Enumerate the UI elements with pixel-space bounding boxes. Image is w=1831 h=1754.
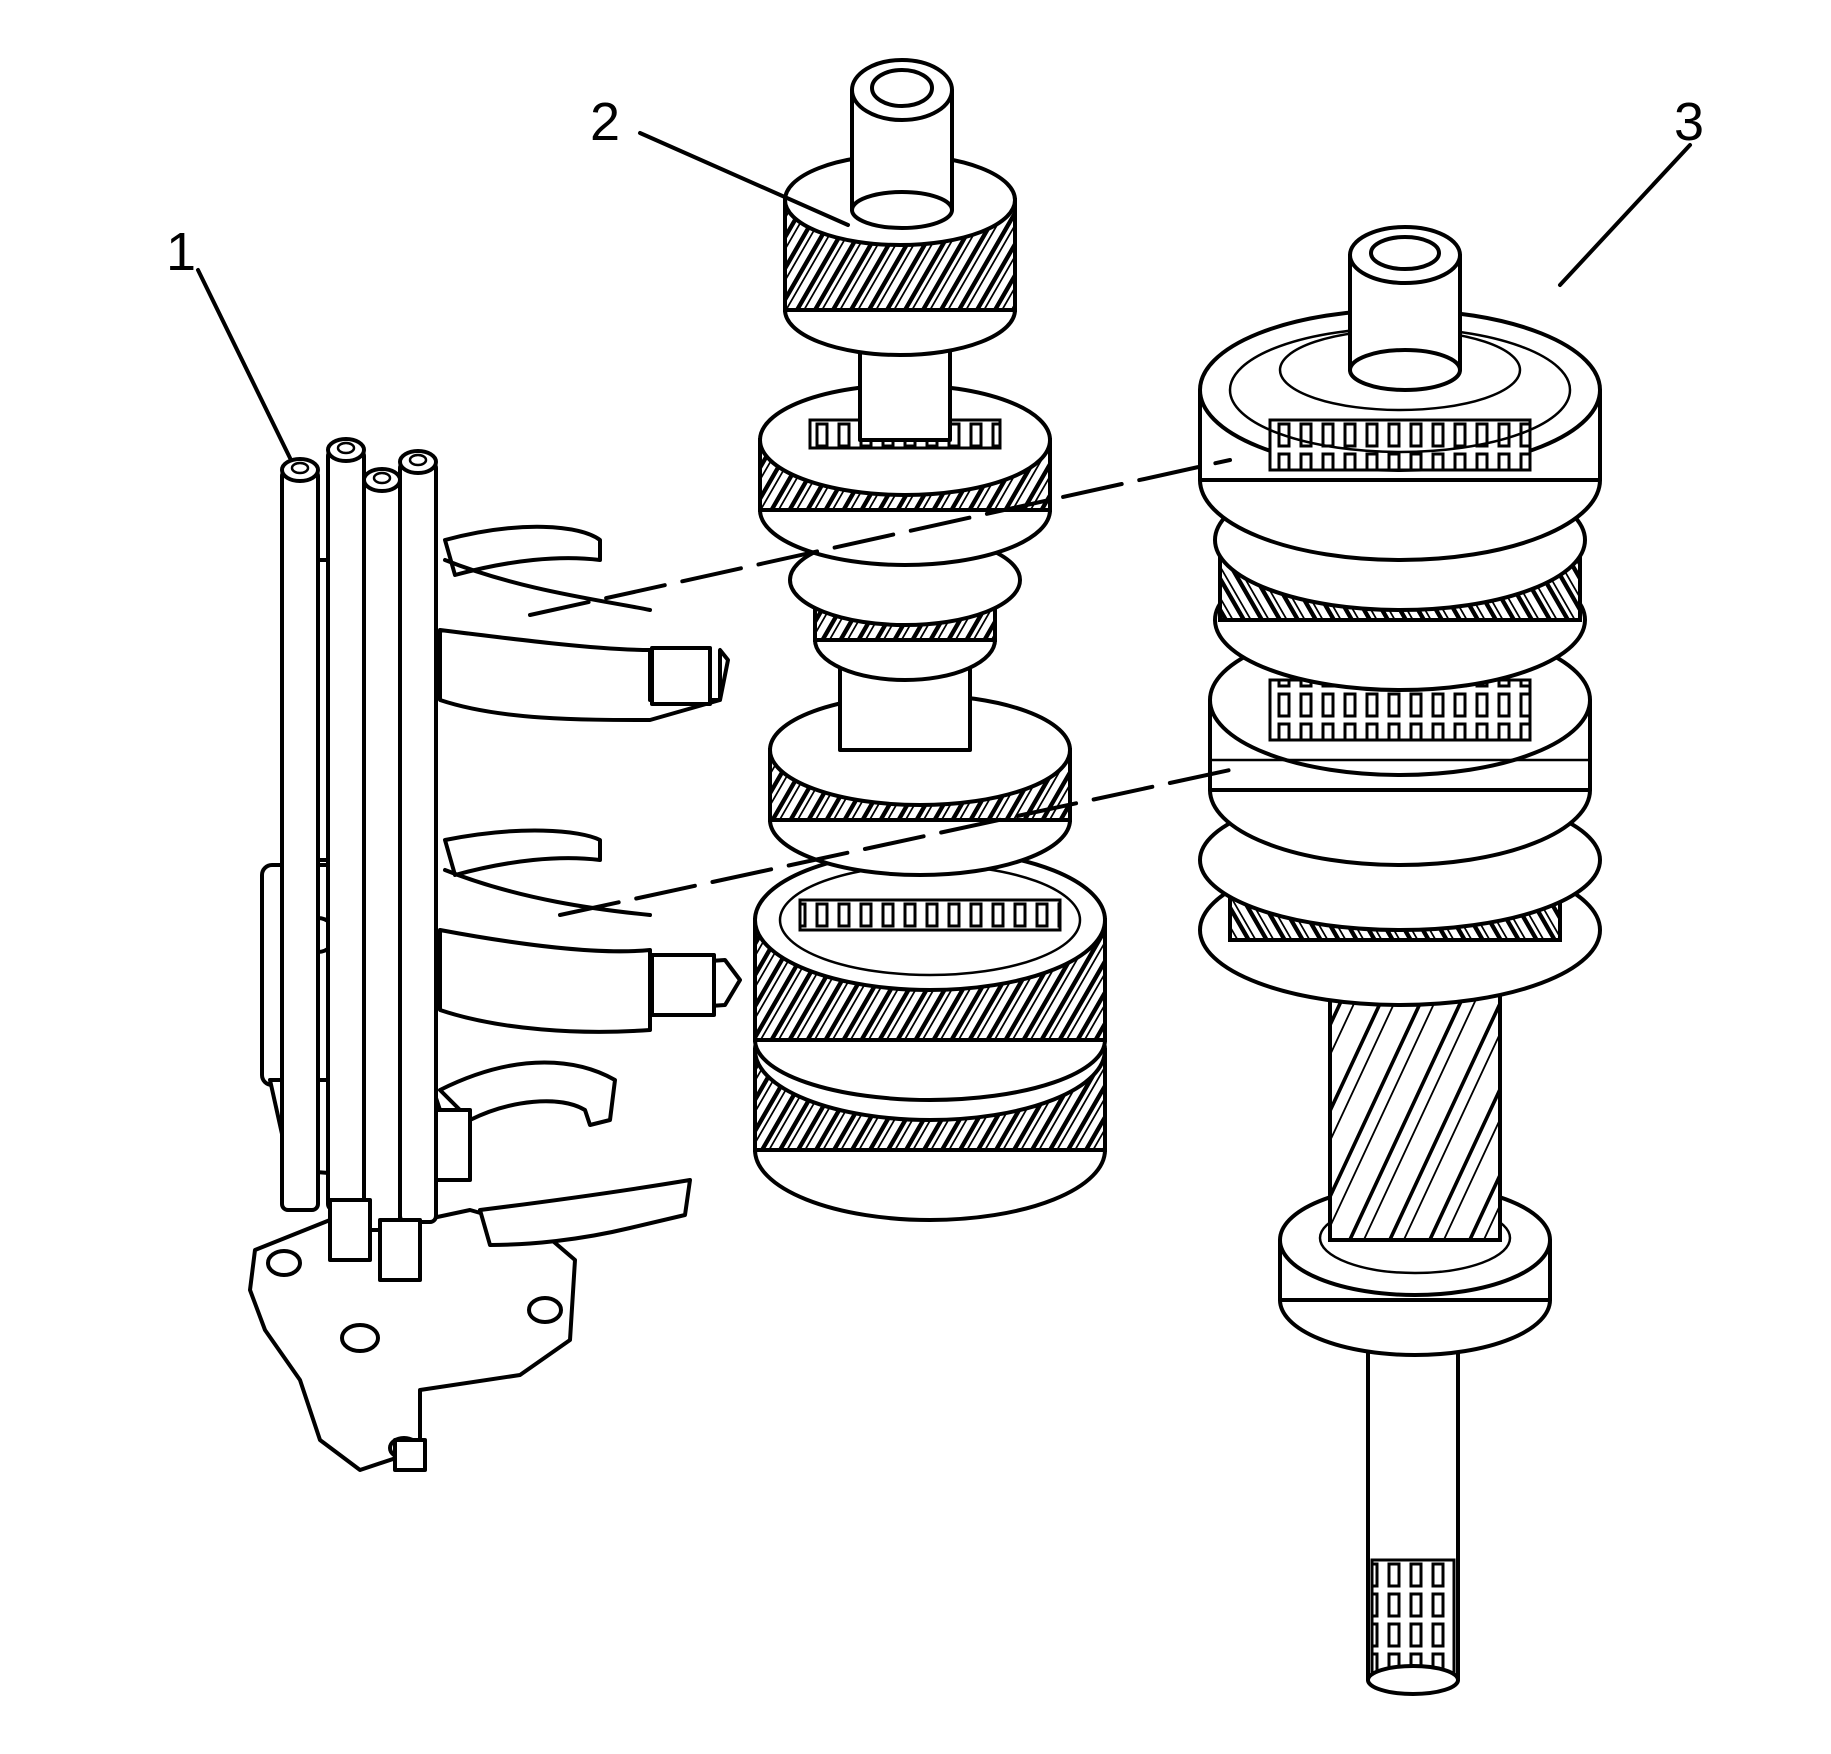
- callout-2: 2: [590, 92, 621, 152]
- shift-fork-assembly: [248, 437, 742, 1472]
- alignment-lines: [528, 458, 1232, 917]
- callout-3: 3: [1674, 92, 1705, 152]
- leader-line-2: [638, 131, 850, 227]
- callout-1: 1: [166, 222, 197, 282]
- mainshaft: [1198, 225, 1602, 1696]
- leader-line-3: [1558, 143, 1692, 287]
- leader-line-1: [196, 268, 292, 460]
- countershaft: [753, 58, 1107, 1222]
